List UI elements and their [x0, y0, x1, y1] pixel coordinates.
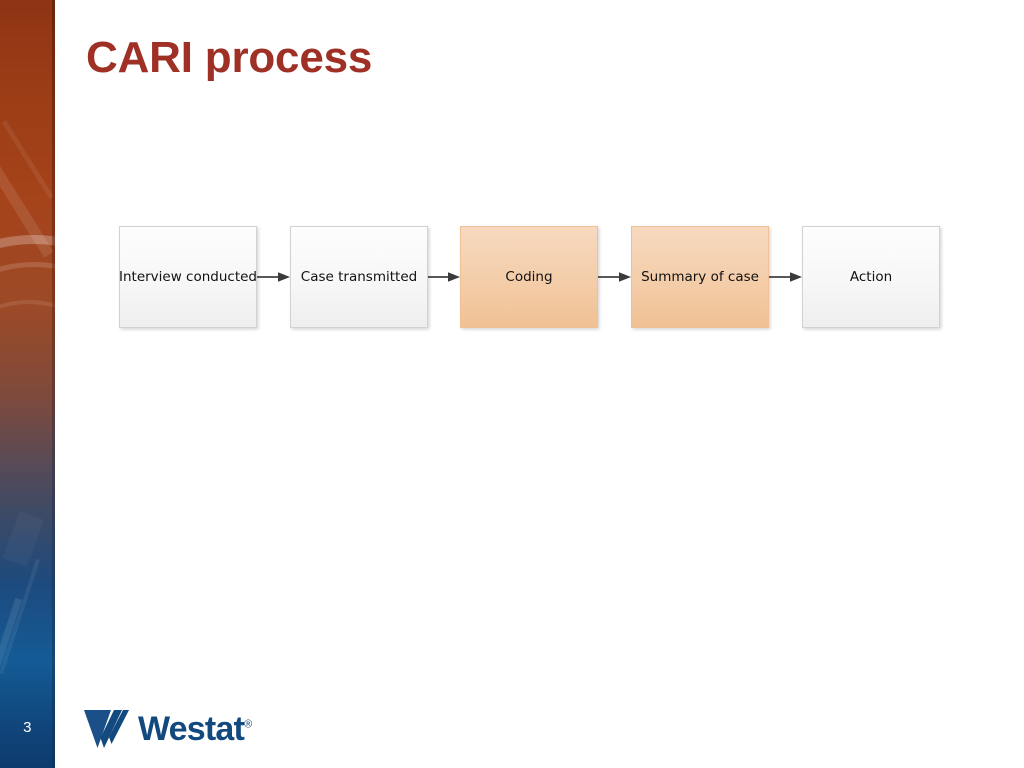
flow-node-label: Summary of case — [641, 269, 759, 285]
slide-number: 3 — [23, 719, 32, 736]
arrow-right-icon — [428, 272, 460, 282]
arrow-right-icon — [769, 272, 802, 282]
flow-node-label: Interview conducted — [118, 269, 258, 285]
flow-node-summary-of-case[interactable]: Summary of case — [631, 226, 769, 328]
page-title: CARI process — [86, 33, 373, 82]
sidebar-edge — [52, 0, 55, 768]
westat-w-mark-icon — [84, 710, 129, 748]
westat-wordmark: Westat® — [138, 710, 252, 748]
flow-arrow-4 — [769, 271, 803, 283]
decorative-sidebar: 3 — [0, 0, 55, 768]
flow-arrow-1 — [257, 271, 291, 283]
flow-arrow-2 — [428, 271, 461, 283]
arrow-right-icon — [257, 272, 290, 282]
registered-trademark-icon: ® — [244, 718, 252, 731]
flow-node-case-transmitted[interactable]: Case transmitted — [290, 226, 428, 328]
flow-node-interview-conducted[interactable]: Interview conducted — [119, 226, 257, 328]
arrow-right-icon — [598, 272, 631, 282]
flow-node-coding[interactable]: Coding — [460, 226, 598, 328]
westat-logo: Westat® — [84, 708, 252, 750]
flow-node-label: Coding — [505, 269, 553, 285]
flow-node-action[interactable]: Action — [802, 226, 940, 328]
flow-node-label: Action — [849, 269, 893, 285]
flow-node-label: Case transmitted — [300, 269, 418, 285]
westat-wordmark-text: Westat — [138, 710, 245, 748]
flow-arrow-3 — [598, 271, 632, 283]
